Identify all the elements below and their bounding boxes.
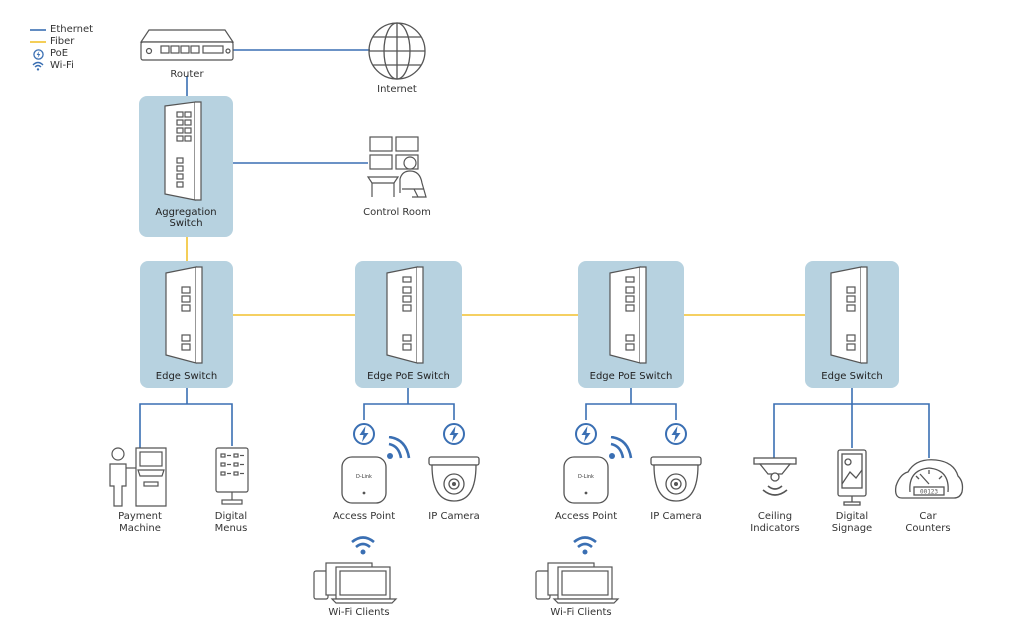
legend-poe-label: PoE	[50, 48, 69, 59]
edge-switch-1-icon	[165, 266, 203, 364]
legend-fiber-label: Fiber	[50, 36, 75, 47]
digital-menus-label: Digital Menus	[215, 511, 248, 535]
car-counter-display: 00123	[920, 489, 938, 496]
legend-ethernet-label: Ethernet	[50, 24, 94, 35]
edge-poe-switch-1-label: Edge PoE Switch	[367, 371, 450, 382]
internet-label: Internet	[377, 84, 417, 95]
globe-icon	[368, 22, 426, 80]
access-point-icon-1	[341, 456, 387, 504]
digital-signage-label-line2: Signage	[831, 523, 873, 534]
ap1-brand: D-Link	[356, 474, 372, 480]
legend-poe: PoE	[30, 48, 93, 60]
payment-machine-label-line2: Machine	[119, 523, 161, 534]
access-point-icon-2	[563, 456, 609, 504]
edge-switch-2-icon	[830, 266, 868, 364]
edge-poe-switch-2-label: Edge PoE Switch	[589, 371, 673, 382]
ceiling-indicators-label-line2: Indicators	[750, 523, 800, 534]
wifi-icon-clients2	[573, 536, 597, 555]
edge-poe-switch-1[interactable]: Edge PoE Switch	[355, 261, 462, 388]
wifi-icon-clients1	[351, 536, 375, 555]
edge-switch-2-label: Edge Switch	[821, 371, 883, 382]
digital-signage-icon	[837, 449, 867, 506]
control-room-label: Control Room	[363, 207, 431, 218]
legend-wifi-label: Wi-Fi	[50, 60, 74, 71]
edge-switch-1-label: Edge Switch	[155, 371, 218, 382]
ip-camera-2-label: IP Camera	[650, 511, 702, 522]
poe-icon-ap2	[575, 423, 597, 445]
poe-icon	[30, 48, 46, 60]
ethernet-edgepoe2-devices	[585, 388, 677, 420]
payment-machine-icon	[109, 447, 167, 507]
ceiling-indicators-label-line1: Ceiling	[757, 511, 793, 522]
car-counters-label-line1: Car	[919, 511, 937, 522]
router-icon	[139, 29, 235, 61]
ip-camera-icon-1	[428, 456, 480, 502]
poe-icon-ap1	[353, 423, 375, 445]
control-room-icon	[366, 136, 427, 198]
wifi-clients-icon-2	[535, 562, 620, 604]
poe-icon-cam2	[665, 423, 687, 445]
ceiling-indicator-icon	[753, 457, 797, 496]
car-counter-icon: 00123	[894, 459, 964, 499]
ethernet-edgepoe1-devices	[363, 388, 455, 420]
ip-camera-icon-2	[650, 456, 702, 502]
wifi-clients-1-label: Wi-Fi Clients	[328, 607, 390, 618]
digital-menus-icon	[215, 447, 249, 505]
digital-signage-label-line1: Digital	[835, 511, 869, 522]
digital-signage-label: Digital Signage	[832, 511, 872, 535]
access-point-1-label: Access Point	[332, 511, 396, 522]
ethernet-edge1-devices	[139, 388, 233, 454]
router-label: Router	[170, 69, 204, 80]
wifi-signal-icon-ap2	[609, 436, 633, 459]
aggregation-switch[interactable]: Aggregation Switch	[139, 96, 233, 237]
ip-camera-1-label: IP Camera	[428, 511, 480, 522]
digital-menus-label-line1: Digital	[214, 511, 248, 522]
payment-machine-label-line1: Payment	[118, 511, 162, 522]
wifi-clients-2-label: Wi-Fi Clients	[550, 607, 612, 618]
car-counters-label-line2: Counters	[905, 523, 951, 534]
poe-icon-cam1	[443, 423, 465, 445]
ap2-brand: D-Link	[578, 474, 594, 480]
legend-wifi: Wi-Fi	[30, 60, 93, 72]
aggregation-switch-icon	[164, 101, 202, 201]
edge-switch-2[interactable]: Edge Switch	[805, 261, 899, 388]
edge-switch-1[interactable]: Edge Switch	[140, 261, 233, 388]
legend-fiber: Fiber	[30, 36, 93, 48]
wifi-signal-icon-ap1	[387, 436, 411, 459]
edge-poe-switch-1-icon	[386, 266, 424, 364]
aggregation-switch-label: Aggregation Switch	[139, 207, 233, 229]
edge-poe-switch-2[interactable]: Edge PoE Switch	[578, 261, 684, 388]
legend: Ethernet Fiber PoE Wi-Fi	[30, 24, 93, 72]
payment-machine-label: Payment Machine	[118, 511, 162, 535]
legend-ethernet: Ethernet	[30, 24, 93, 36]
digital-menus-label-line2: Menus	[214, 523, 248, 534]
car-counters-label: Car Counters	[905, 511, 950, 535]
ethernet-edge2-devices	[773, 388, 930, 458]
aggregation-switch-label-line1: Aggregation	[155, 207, 217, 218]
aggregation-switch-label-line2: Switch	[169, 218, 203, 229]
ceiling-indicators-label: Ceiling Indicators	[750, 511, 799, 535]
access-point-2-label: Access Point	[554, 511, 618, 522]
wifi-icon	[30, 61, 46, 71]
edge-poe-switch-2-icon	[609, 266, 647, 364]
wifi-clients-icon-1	[313, 562, 398, 604]
